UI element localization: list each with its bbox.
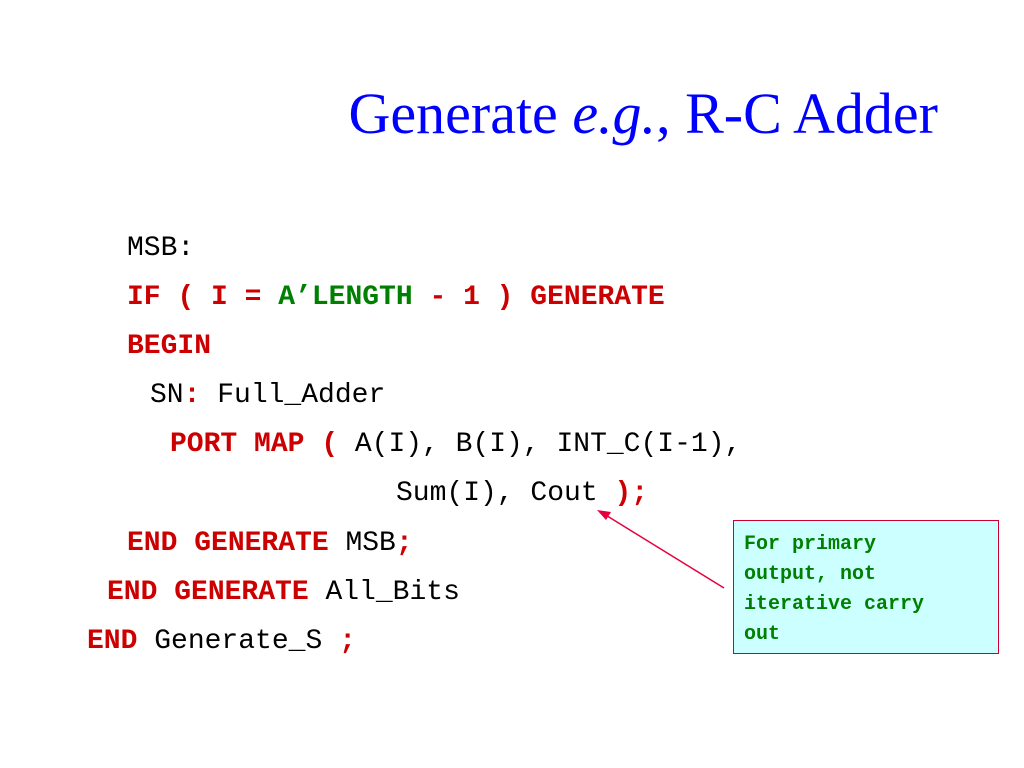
end-generate-msb-semicolon: ; — [395, 528, 413, 559]
condition-rest: - 1 ) — [412, 282, 531, 313]
keyword-port-map: PORT MAP ( — [170, 429, 339, 460]
end-generate-msb-label: MSB — [328, 528, 396, 559]
code-line-if-generate: IF ( I = A’LENGTH - 1 ) GENERATE — [127, 281, 665, 315]
code-line-port-map-cont: Sum(I), Cout ); — [396, 477, 648, 511]
code-line-end: END Generate_S ; — [87, 625, 356, 659]
condition-open: ( I = — [160, 282, 279, 313]
end-label: Generate_S — [137, 626, 340, 657]
title-emphasis: e.g. — [572, 81, 657, 146]
component-name: Full_Adder — [200, 380, 386, 411]
keyword-end: END — [87, 626, 138, 657]
keyword-if: IF — [127, 282, 161, 313]
keyword-begin: BEGIN — [127, 331, 212, 362]
end-semicolon: ; — [339, 626, 356, 657]
msb-label: MSB: — [127, 233, 195, 264]
annotation-note: For primary output, not iterative carry … — [733, 520, 999, 654]
arrow-line — [603, 513, 725, 589]
arrow-head-icon — [597, 510, 611, 520]
slide-title: Generate e.g., R-C Adder — [0, 78, 1024, 150]
code-line-instance: SN: Full_Adder — [150, 379, 385, 413]
title-part2: , R-C Adder — [656, 81, 938, 146]
code-line-end-generate-all-bits: END GENERATE All_Bits — [107, 576, 460, 610]
port-map-args: A(I), B(I), INT_C(I-1), — [338, 429, 742, 460]
attribute-alength: A’LENGTH — [278, 282, 413, 313]
instance-colon: : — [183, 380, 201, 411]
title-part1: Generate — [348, 81, 573, 146]
code-line-end-generate-msb: END GENERATE MSB; — [127, 527, 413, 561]
code-line-begin: BEGIN — [127, 330, 211, 364]
port-map-args-cont: Sum(I), Cout — [396, 478, 615, 509]
code-line-msb-label: MSB: — [127, 232, 194, 266]
end-generate-all-bits-label: All_Bits — [308, 577, 460, 608]
instance-name: SN — [150, 380, 184, 411]
keyword-end-generate: END GENERATE — [107, 577, 309, 608]
keyword-generate: GENERATE — [530, 282, 665, 313]
code-line-port-map: PORT MAP ( A(I), B(I), INT_C(I-1), — [170, 428, 741, 462]
port-map-close: ); — [614, 478, 649, 509]
keyword-end-generate: END GENERATE — [127, 528, 329, 559]
